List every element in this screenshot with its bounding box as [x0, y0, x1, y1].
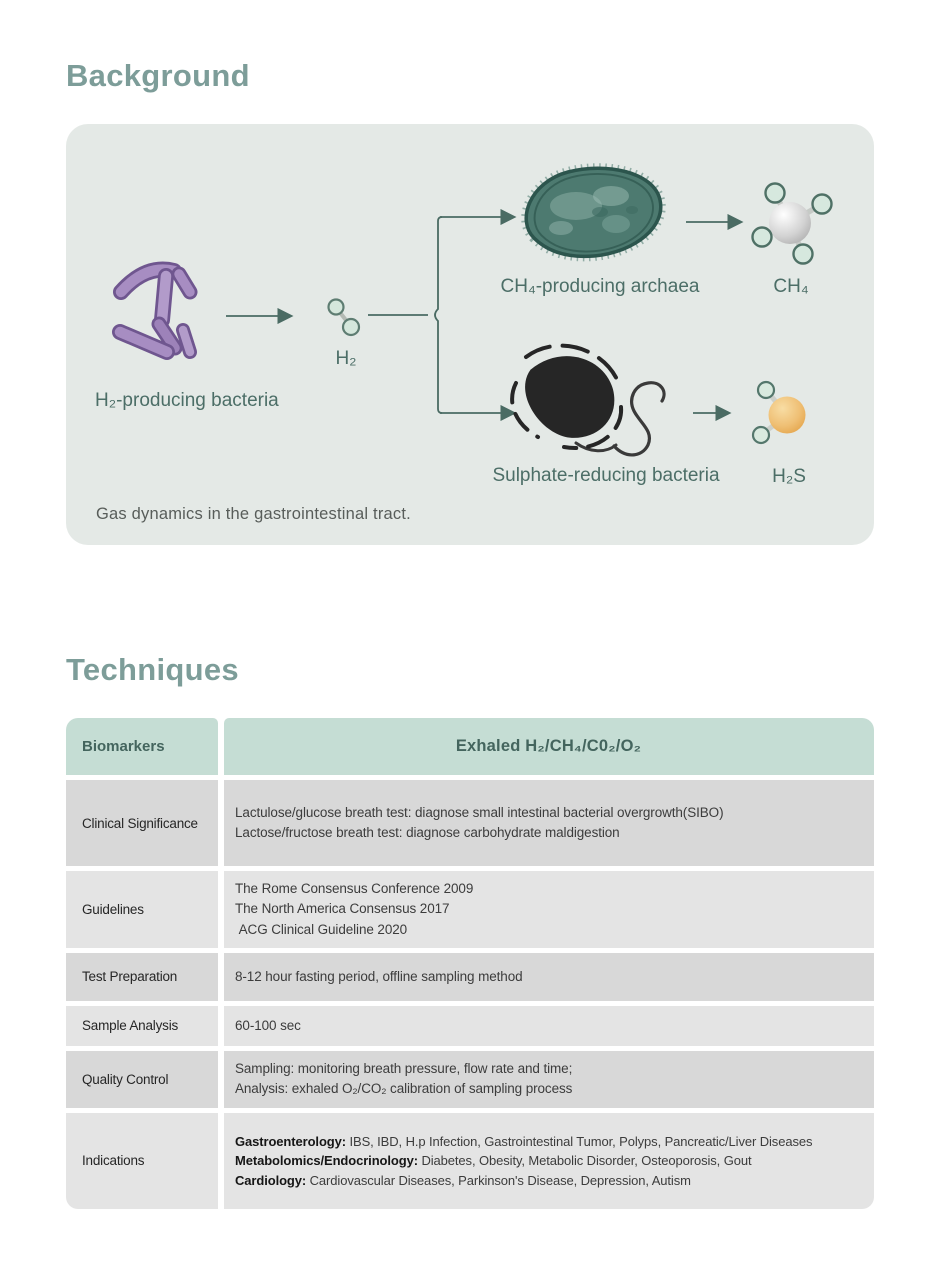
- content-line-bold: Cardiology:: [235, 1172, 307, 1188]
- h2s-label: H₂S: [772, 466, 806, 487]
- h2s-molecule-icon: [751, 380, 806, 445]
- ch4-archaea-label: CH₄-producing archaea: [500, 276, 700, 297]
- content-line: Lactose/fructose breath test: diagnose c…: [235, 823, 862, 843]
- gas-dynamics-figure: H₂-producing bacteria H₂ CH₄-producing a…: [66, 124, 874, 545]
- split-brace-icon: [368, 208, 517, 422]
- table-row: Indications Gastroenterology: IBS, IBD, H…: [66, 1112, 874, 1209]
- content-line-bold: Metabolomics/Endocrinology:: [235, 1153, 418, 1168]
- row-label: Sample Analysis: [66, 1005, 218, 1046]
- content-line: Metabolomics/Endocrinology: Diabetes, Ob…: [235, 1151, 862, 1171]
- row-content: 60-100 sec: [224, 1005, 874, 1046]
- h2-bacteria-label: H₂-producing bacteria: [95, 390, 279, 411]
- content-line: 60-100 sec: [235, 1016, 862, 1036]
- content-line: 8-12 hour fasting period, offline sampli…: [235, 967, 862, 987]
- content-line-text: Cardiovascular Diseases, Parkinson's Dis…: [306, 1172, 691, 1188]
- content-line-text: ACG Clinical Guideline 2020: [235, 921, 408, 937]
- content-line-text: Analysis: exhaled O₂/CO₂ calibration of …: [235, 1081, 573, 1097]
- content-line: Sampling: monitoring breath pressure, fl…: [235, 1059, 862, 1079]
- row-label: Quality Control: [66, 1050, 218, 1108]
- gas-dynamics-artwork: [112, 163, 833, 457]
- content-line-bold: Gastroenterology:: [235, 1133, 346, 1149]
- content-line-text: Lactose/fructose breath test: diagnose c…: [235, 825, 620, 840]
- h2-bacteria-icon: [112, 261, 198, 360]
- table-header-exhaled-gases: Exhaled H₂/CH₄/C0₂/O₂: [224, 718, 874, 775]
- row-content: 8-12 hour fasting period, offline sampli…: [224, 952, 874, 1001]
- sulphate-bacteria-label: Sulphate-reducing bacteria: [492, 465, 720, 486]
- content-line-text: IBS, IBD, H.p Infection, Gastrointestina…: [345, 1133, 813, 1149]
- content-line-text: Sampling: monitoring breath pressure, fl…: [235, 1061, 573, 1076]
- table-header-biomarkers: Biomarkers: [66, 718, 218, 775]
- content-line-text: 8-12 hour fasting period, offline sampli…: [235, 968, 523, 984]
- table-row: Quality Control Sampling: monitoring brea…: [66, 1050, 874, 1108]
- row-label: Clinical Significance: [66, 780, 218, 866]
- content-line-text: 60-100 sec: [235, 1017, 301, 1033]
- content-line: Gastroenterology: IBS, IBD, H.p Infectio…: [235, 1132, 862, 1152]
- h2-label: H₂: [335, 348, 357, 369]
- row-content: Sampling: monitoring breath pressure, fl…: [224, 1050, 874, 1108]
- row-label: Test Preparation: [66, 952, 218, 1001]
- content-line: The North America Consensus 2017: [235, 899, 862, 919]
- content-line-text: The Rome Consensus Conference 2009: [235, 881, 474, 896]
- content-line: Analysis: exhaled O₂/CO₂ calibration of …: [235, 1079, 862, 1099]
- content-line: ACG Clinical Guideline 2020: [235, 920, 862, 940]
- row-content: Gastroenterology: IBS, IBD, H.p Infectio…: [224, 1112, 874, 1209]
- content-line: Cardiology: Cardiovascular Diseases, Par…: [235, 1171, 862, 1191]
- techniques-heading: Techniques: [66, 652, 239, 687]
- content-line: The Rome Consensus Conference 2009: [235, 879, 862, 899]
- ch4-molecule-icon: [751, 182, 833, 265]
- table-row: Sample Analysis 60-100 sec: [66, 1005, 874, 1046]
- row-label: Indications: [66, 1112, 218, 1209]
- row-label: Guidelines: [66, 871, 218, 948]
- h2-molecule-icon: [327, 298, 361, 337]
- content-line-text: The North America Consensus 2017: [235, 901, 450, 917]
- content-line-text: Diabetes, Obesity, Metabolic Disorder, O…: [417, 1153, 752, 1168]
- ch4-label: CH₄: [773, 276, 809, 297]
- content-line-text: Lactulose/glucose breath test: diagnose …: [235, 804, 724, 820]
- background-heading: Background: [66, 58, 250, 93]
- content-line: Lactulose/glucose breath test: diagnose …: [235, 803, 862, 823]
- row-content: Lactulose/glucose breath test: diagnose …: [224, 780, 874, 866]
- archaea-icon: [521, 163, 666, 262]
- table-row: Test Preparation 8-12 hour fasting period…: [66, 952, 874, 1001]
- table-row: Clinical Significance Lactulose/glucose b…: [66, 780, 874, 866]
- figure-caption: Gas dynamics in the gastrointestinal tra…: [96, 505, 411, 523]
- sulphate-bacteria-icon: [510, 343, 666, 457]
